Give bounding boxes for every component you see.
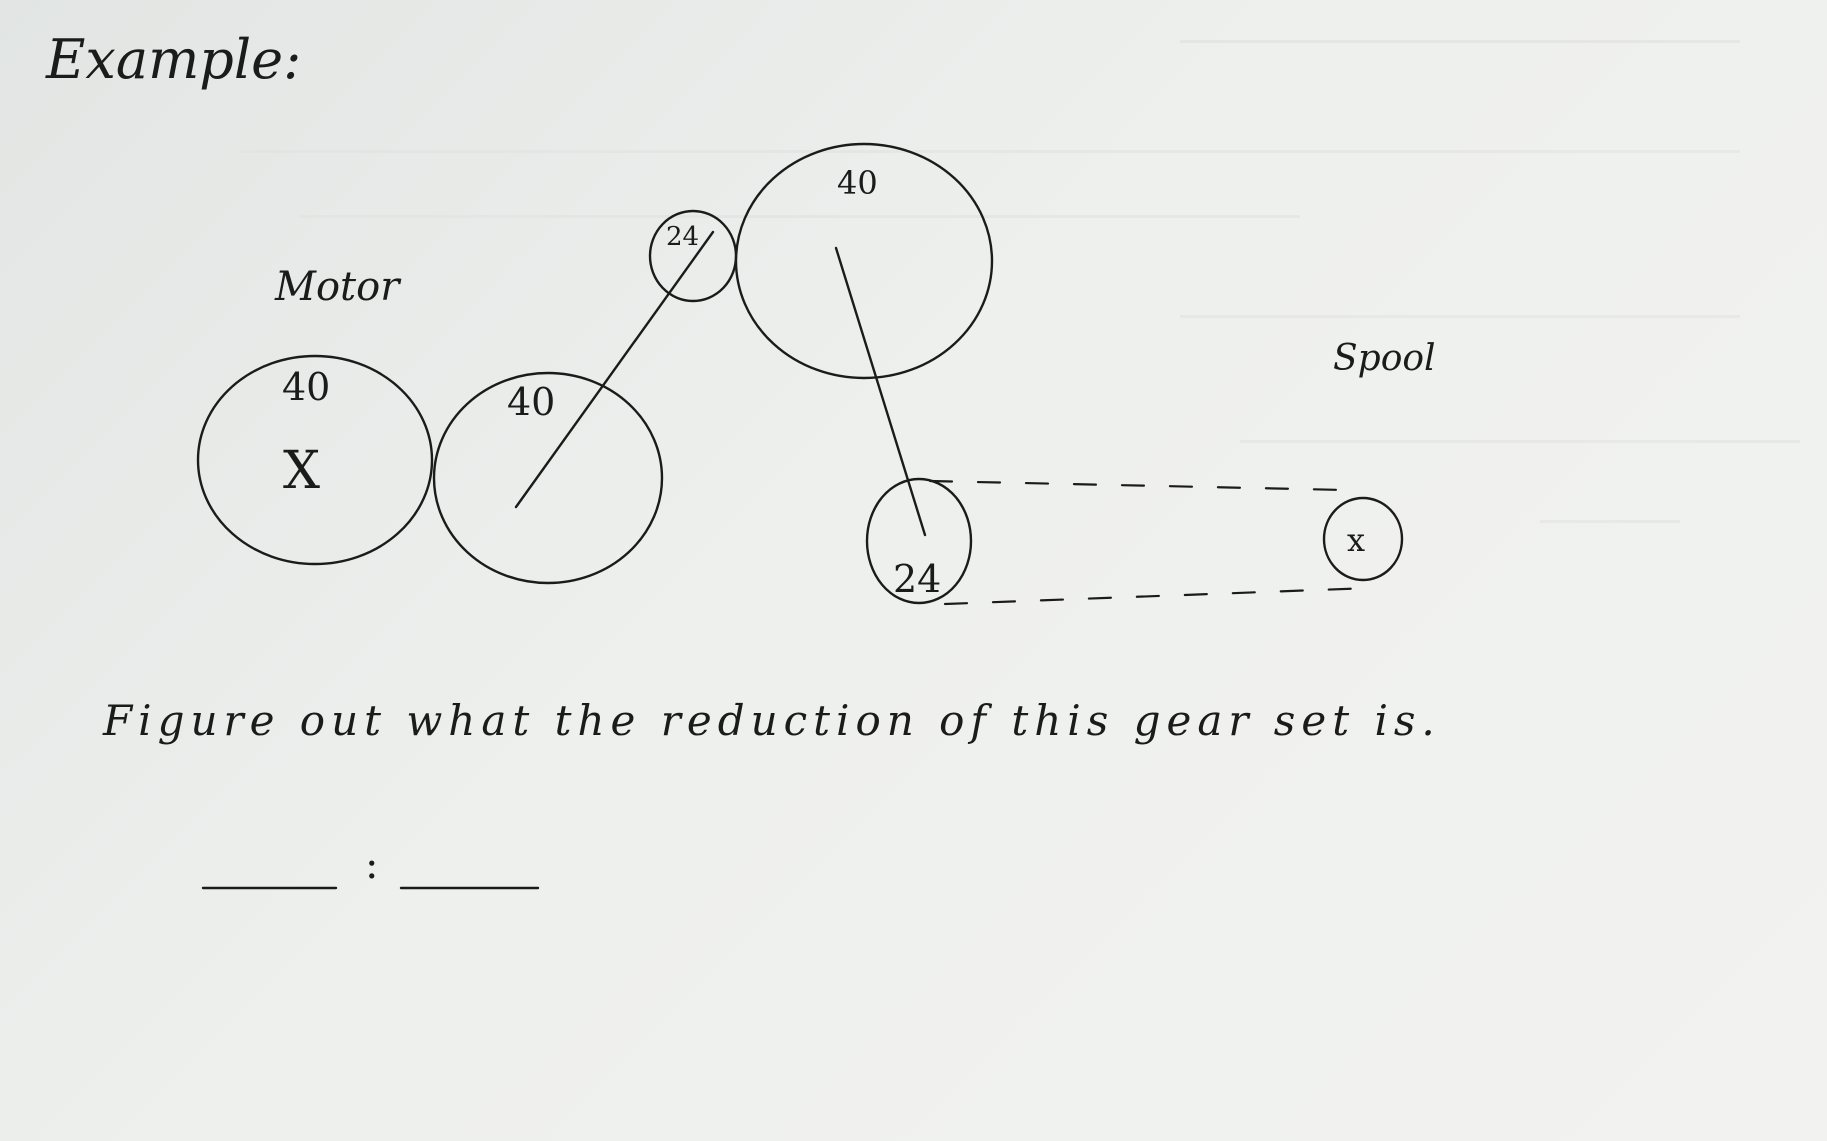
large-top-gear [734,142,994,380]
bleed-through-text [240,40,1800,523]
second-gear-teeth: 40 [507,380,555,424]
small-top-gear-teeth: 24 [666,222,699,252]
motor-gear-teeth: 40 [282,365,330,409]
question-text: Figure out what the reduction of this ge… [102,696,1441,745]
heading-example: Example: [45,28,301,91]
motor-axle-mark: X [283,441,320,501]
spool [1322,496,1404,582]
motor-label: Motor [274,264,402,310]
lower-sprocket [865,477,973,605]
chain-top [928,479,1347,492]
answer-separator: : [365,842,378,888]
shaft-line-1 [514,230,715,509]
large-top-gear-teeth: 40 [837,164,878,202]
chain-bottom [943,586,1372,606]
lower-sprocket-teeth: 24 [893,557,941,601]
shaft-line-2 [834,246,927,537]
second-gear [432,371,664,585]
spool-axle-mark: x [1347,521,1365,559]
spool-label: Spool [1333,338,1436,379]
motor-gear [196,354,434,566]
